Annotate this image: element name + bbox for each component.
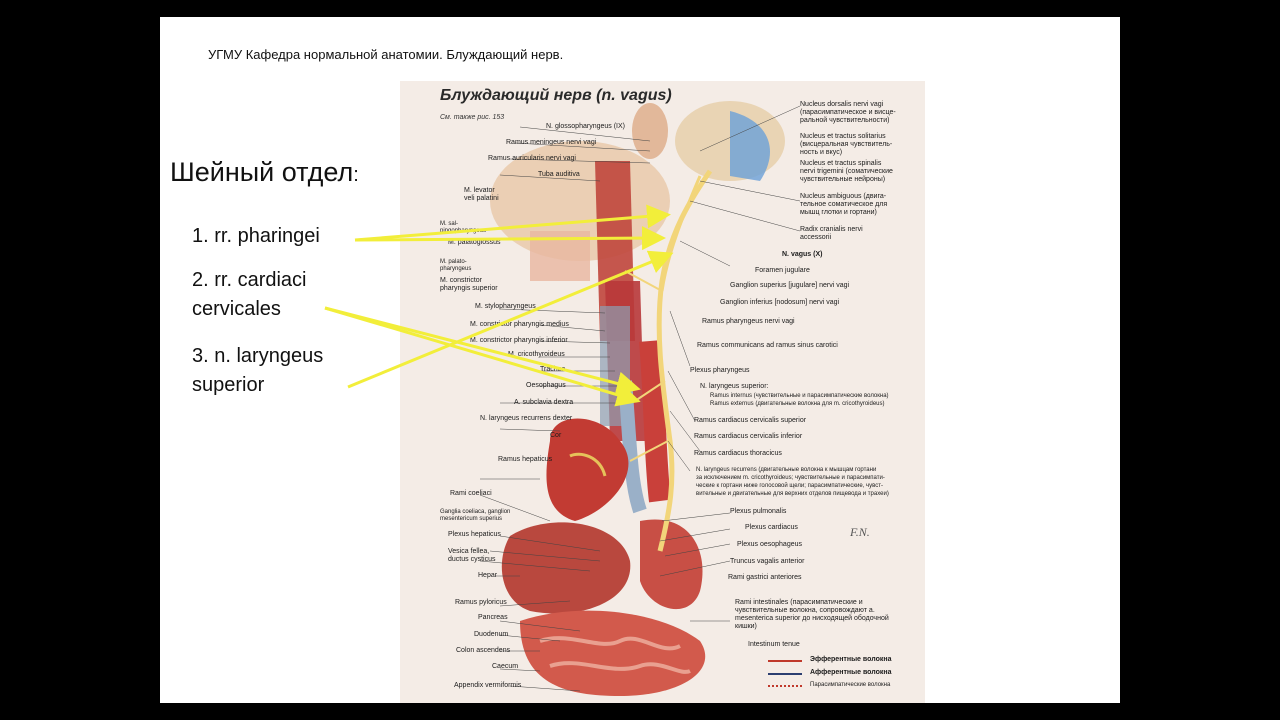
label: M. constrictor [440, 277, 483, 284]
label: Oesophagus [526, 382, 566, 389]
label: (висцеральная чувствитель- [800, 141, 893, 148]
label: Plexus pulmonalis [730, 508, 787, 515]
label: Foramen jugulare [755, 267, 810, 274]
section-title-colon: : [353, 164, 359, 186]
label: за исключением m. cricothyroideus; чувст… [696, 475, 885, 481]
label: pharyngeus [440, 266, 472, 272]
label: Appendix vermiformis [454, 682, 522, 689]
list-item-text: 2. rr. cardiaci [192, 269, 307, 291]
label: Ganglion inferius [nodosum] nervi vagi [720, 299, 840, 306]
label: вительные и двигательные для верхних отд… [696, 491, 889, 497]
svg-text:F.N.: F.N. [849, 525, 870, 539]
label: N. vagus (X) [782, 251, 823, 258]
label: Plexus oesophageus [737, 541, 802, 548]
legend-parasympathetic: Парасимпатические волокна [810, 682, 891, 688]
label: accessorii [800, 234, 832, 241]
section-title-text: Шейный отдел [170, 157, 354, 187]
legend-efferent-line [768, 660, 802, 662]
label: Rami intestinales (парасимпатические и [735, 599, 863, 606]
label: Ramus auricularis nervi vagi [488, 155, 576, 162]
label: Ramus communicans ad ramus sinus carotic… [697, 342, 838, 349]
label: Radix cranialis nervi [800, 226, 863, 233]
label: тельное соматическое для [800, 201, 888, 208]
label: кишки) [735, 623, 757, 630]
legend-parasympathetic-line [768, 685, 802, 687]
label: nervi trigemini (соматические [800, 168, 893, 175]
list-item-text: 3. n. laryngeus [192, 345, 324, 367]
label: pingopharyngeus [440, 228, 487, 234]
label: Truncus vagalis anterior [730, 558, 805, 565]
plate-title: Блуждающий нерв (n. vagus) [440, 87, 672, 104]
label: veli palatini [464, 195, 499, 202]
label: M. constrictor pharyngis inferior [470, 337, 568, 344]
list-item-text-cont: cervicales [192, 298, 281, 320]
label: Tuba auditiva [538, 171, 580, 178]
label: M. palatoglossus [448, 239, 501, 246]
label: mesentericum superius [440, 516, 503, 522]
label: Duodenum [474, 631, 509, 638]
label: мышц глотки и гортани) [800, 209, 877, 216]
list-item-text-cont: superior [192, 374, 265, 396]
label: M. levator [464, 187, 495, 194]
slide-header: УГМУ Кафедра нормальной анатомии. Блужда… [208, 47, 564, 62]
list-item-3: 3. n. laryngeus superior [192, 342, 323, 400]
label: pharyngis superior [440, 285, 498, 292]
label: Plexus pharyngeus [690, 367, 750, 374]
label: Rami coeliaci [450, 490, 492, 497]
label: Ramus meningeus nervi vagi [506, 139, 597, 146]
label: (парасимпатическое и висце- [800, 109, 896, 116]
plate-subtitle: См. также рис. 153 [440, 114, 505, 121]
label: Nucleus dorsalis nervi vagi [800, 101, 884, 108]
label: Ramus pyloricus [455, 599, 507, 606]
label: Vesica fellea, [448, 548, 490, 555]
label: Pancreas [478, 614, 508, 621]
legend-afferent-line [768, 673, 802, 675]
label: ческие к гортани ниже голосовой щели; па… [696, 483, 883, 489]
label: Colon ascendens [456, 647, 511, 654]
label: Trachea [540, 366, 566, 373]
label: Ramus internus (чувствительные и парасим… [710, 393, 889, 399]
label: Ramus pharyngeus nervi vagi [702, 318, 795, 325]
label: N. glossopharyngeus (IX) [546, 123, 625, 130]
label: Ramus cardiacus cervicalis superior [694, 417, 807, 424]
label: Intestinum tenue [748, 641, 800, 648]
label: Nucleus ambiguous (двига- [800, 193, 887, 200]
label: N. laryngeus recurrens dexter [480, 415, 573, 422]
label: mesenterica superior до нисходящей ободо… [735, 615, 889, 622]
anatomy-plate: F.N. Блуждающий нерв (n. vagus) См. такж… [400, 81, 925, 703]
label: Plexus hepaticus [448, 531, 501, 538]
label: чувствительные нейроны) [800, 176, 886, 183]
list-item-2: 2. rr. cardiaci cervicales [192, 266, 306, 324]
label: Ramus externus (двигательные волокна для… [710, 401, 885, 407]
section-title: Шейный отдел: [170, 157, 359, 188]
label: Cor [550, 432, 562, 439]
label: Rami gastrici anteriores [728, 574, 802, 581]
label: чувствительные волокна, сопровождают а. [735, 607, 875, 614]
label: Nucleus et tractus spinalis [800, 160, 882, 167]
label: Ramus cardiacus cervicalis inferior [694, 433, 803, 440]
label: N. laryngeus superior: [700, 383, 769, 390]
label: M. stylopharyngeus [475, 303, 536, 310]
label: ность и вкус) [800, 149, 843, 156]
label: Hepar [478, 572, 498, 579]
legend-afferent: Афферентные волокна [810, 669, 892, 676]
label: Ganglia coeliaca, ganglion [440, 509, 511, 515]
label: ductus cysticus [448, 556, 496, 563]
label: Plexus cardiacus [745, 524, 798, 531]
label: Ganglion superius [jugulare] nervi vagi [730, 282, 850, 289]
label: M. cricothyroideus [508, 351, 565, 358]
label: Caecum [492, 663, 519, 670]
slide: УГМУ Кафедра нормальной анатомии. Блужда… [160, 17, 1120, 703]
label: Ramus hepaticus [498, 456, 553, 463]
list-item-text: 1. rr. pharingei [192, 225, 320, 247]
label: M. constrictor pharyngis medius [470, 321, 569, 328]
list-item-1: 1. rr. pharingei [192, 222, 320, 251]
label: ральной чувствительности) [800, 117, 890, 124]
label: Nucleus et tractus solitarius [800, 133, 886, 140]
label: A. subclavia dextra [514, 399, 574, 406]
legend-efferent: Эфферентные волокна [810, 656, 892, 663]
label: N. laryngeus recurrens (двигательные вол… [696, 467, 877, 473]
label: Ramus cardiacus thoracicus [694, 450, 782, 457]
